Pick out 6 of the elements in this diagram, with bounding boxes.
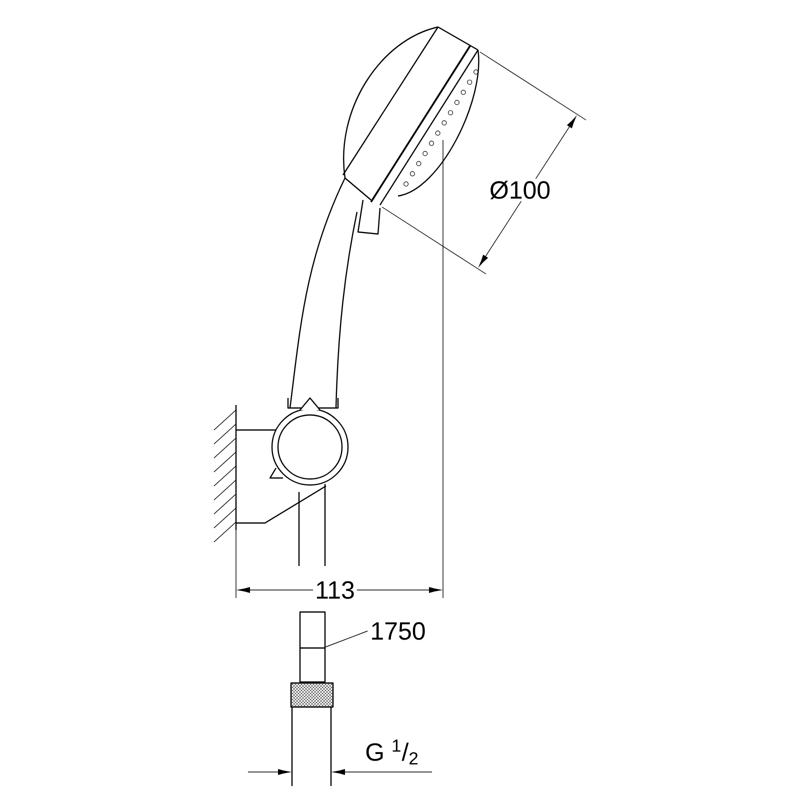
dimension-label: G $^{1}$/$_{2}$ [363,738,421,766]
dimension-label: 1750 [372,622,425,640]
leader-line [325,630,368,648]
dimension-label: 113 [313,579,357,601]
hose-segment [299,611,326,683]
dimension-label: Ø100 [487,178,553,202]
